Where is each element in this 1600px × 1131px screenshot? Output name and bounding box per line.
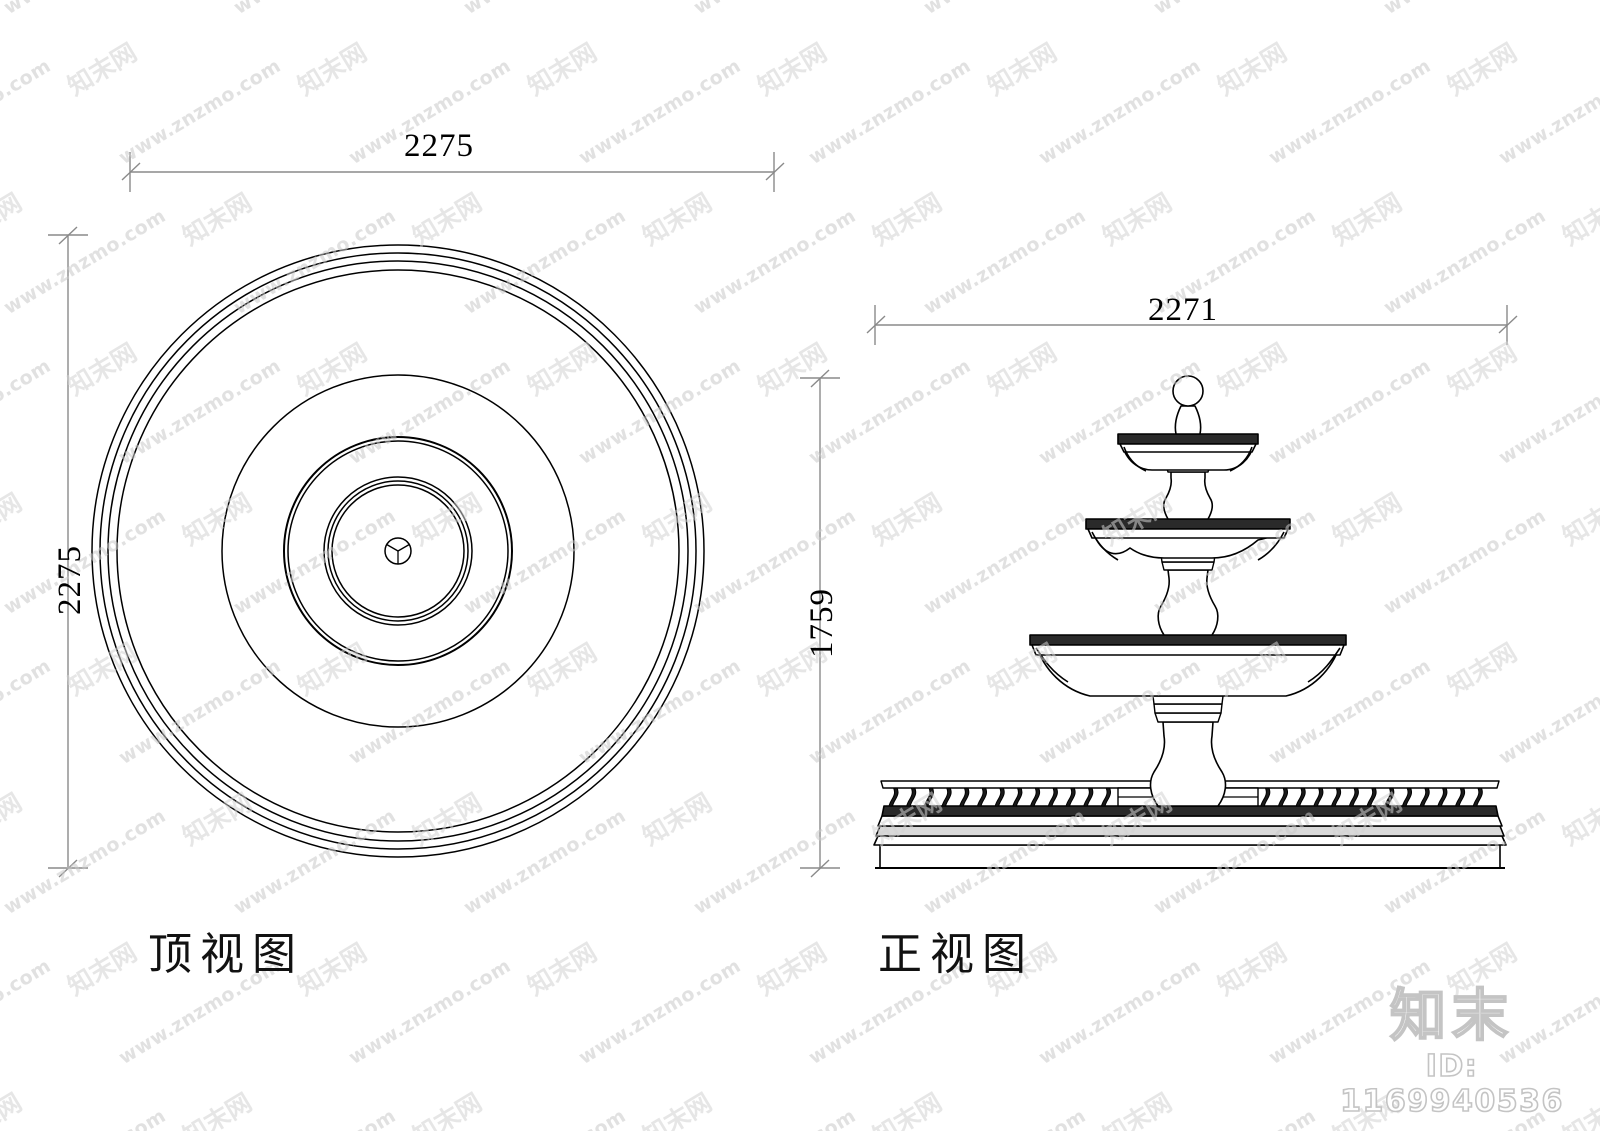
middle-bowl-lip-left — [1091, 531, 1119, 561]
upper-bowl-ring-inner — [331, 484, 465, 618]
pedestal-ring-inner — [287, 440, 509, 662]
dim-top-view-height — [48, 226, 88, 878]
middle-bowl-rim-under — [1087, 528, 1289, 539]
dimension-lines — [48, 152, 1518, 878]
site-logo: 知末 — [1389, 984, 1514, 1050]
dim-front-view-height — [800, 369, 840, 878]
base-coping — [881, 805, 1499, 817]
dim-top-view-width-text: 2275 — [404, 128, 474, 164]
outer-basin-ring — [116, 269, 680, 833]
upper-bowl-ring-mid — [327, 480, 469, 622]
base-platform — [873, 780, 1507, 869]
branding-block: 知末 ID: 1169940536 — [1322, 984, 1582, 1120]
front-view-caption: 正视图 — [878, 929, 1034, 980]
dim-front-view-height-text: 1759 — [804, 588, 840, 658]
ball-finial — [1172, 375, 1204, 435]
upper-bowl-lip-left — [1123, 446, 1147, 472]
middle-bowl-lip-right — [1257, 531, 1285, 561]
finial-ball — [1172, 375, 1204, 407]
outer-rim-ring-3 — [107, 260, 689, 842]
lower-bowl — [1029, 634, 1347, 697]
pedestal-ring-outer — [283, 436, 513, 666]
mid-basin-ring — [221, 374, 575, 728]
dim-top-view-height-text: 2275 — [52, 545, 88, 615]
lower-bowl-rim — [1029, 634, 1347, 646]
upper-bowl — [1117, 433, 1259, 472]
lower-bowl-lip-left — [1035, 647, 1069, 683]
dim-front-view-width-text: 2271 — [1148, 292, 1218, 328]
outer-rim-ring-2 — [99, 252, 697, 850]
lower-bowl-rim-under — [1031, 644, 1345, 656]
middle-bowl — [1085, 518, 1291, 561]
upper-bowl-rim — [1117, 433, 1259, 445]
asset-id-label: ID: 1169940536 — [1339, 1048, 1564, 1120]
upper-bowl-rim-under — [1119, 443, 1257, 453]
dim-top-view-width — [121, 152, 785, 192]
top-view-caption: 顶视图 — [148, 929, 304, 980]
lower-bowl-body — [1035, 644, 1341, 697]
outer-rim-ring-1 — [91, 244, 705, 858]
upper-bowl-ring-outer — [323, 476, 473, 626]
finial-neck — [1174, 405, 1202, 435]
top-view-geometry — [91, 244, 705, 858]
middle-bowl-rim — [1085, 518, 1291, 530]
upper-bowl-lip-right — [1229, 446, 1253, 472]
finial-spoke-icon — [386, 543, 410, 564]
dim-front-view-width — [866, 305, 1518, 345]
lower-pedestal-collar — [1152, 695, 1224, 723]
front-view-geometry — [873, 375, 1507, 869]
lower-bowl-lip-right — [1307, 647, 1341, 683]
